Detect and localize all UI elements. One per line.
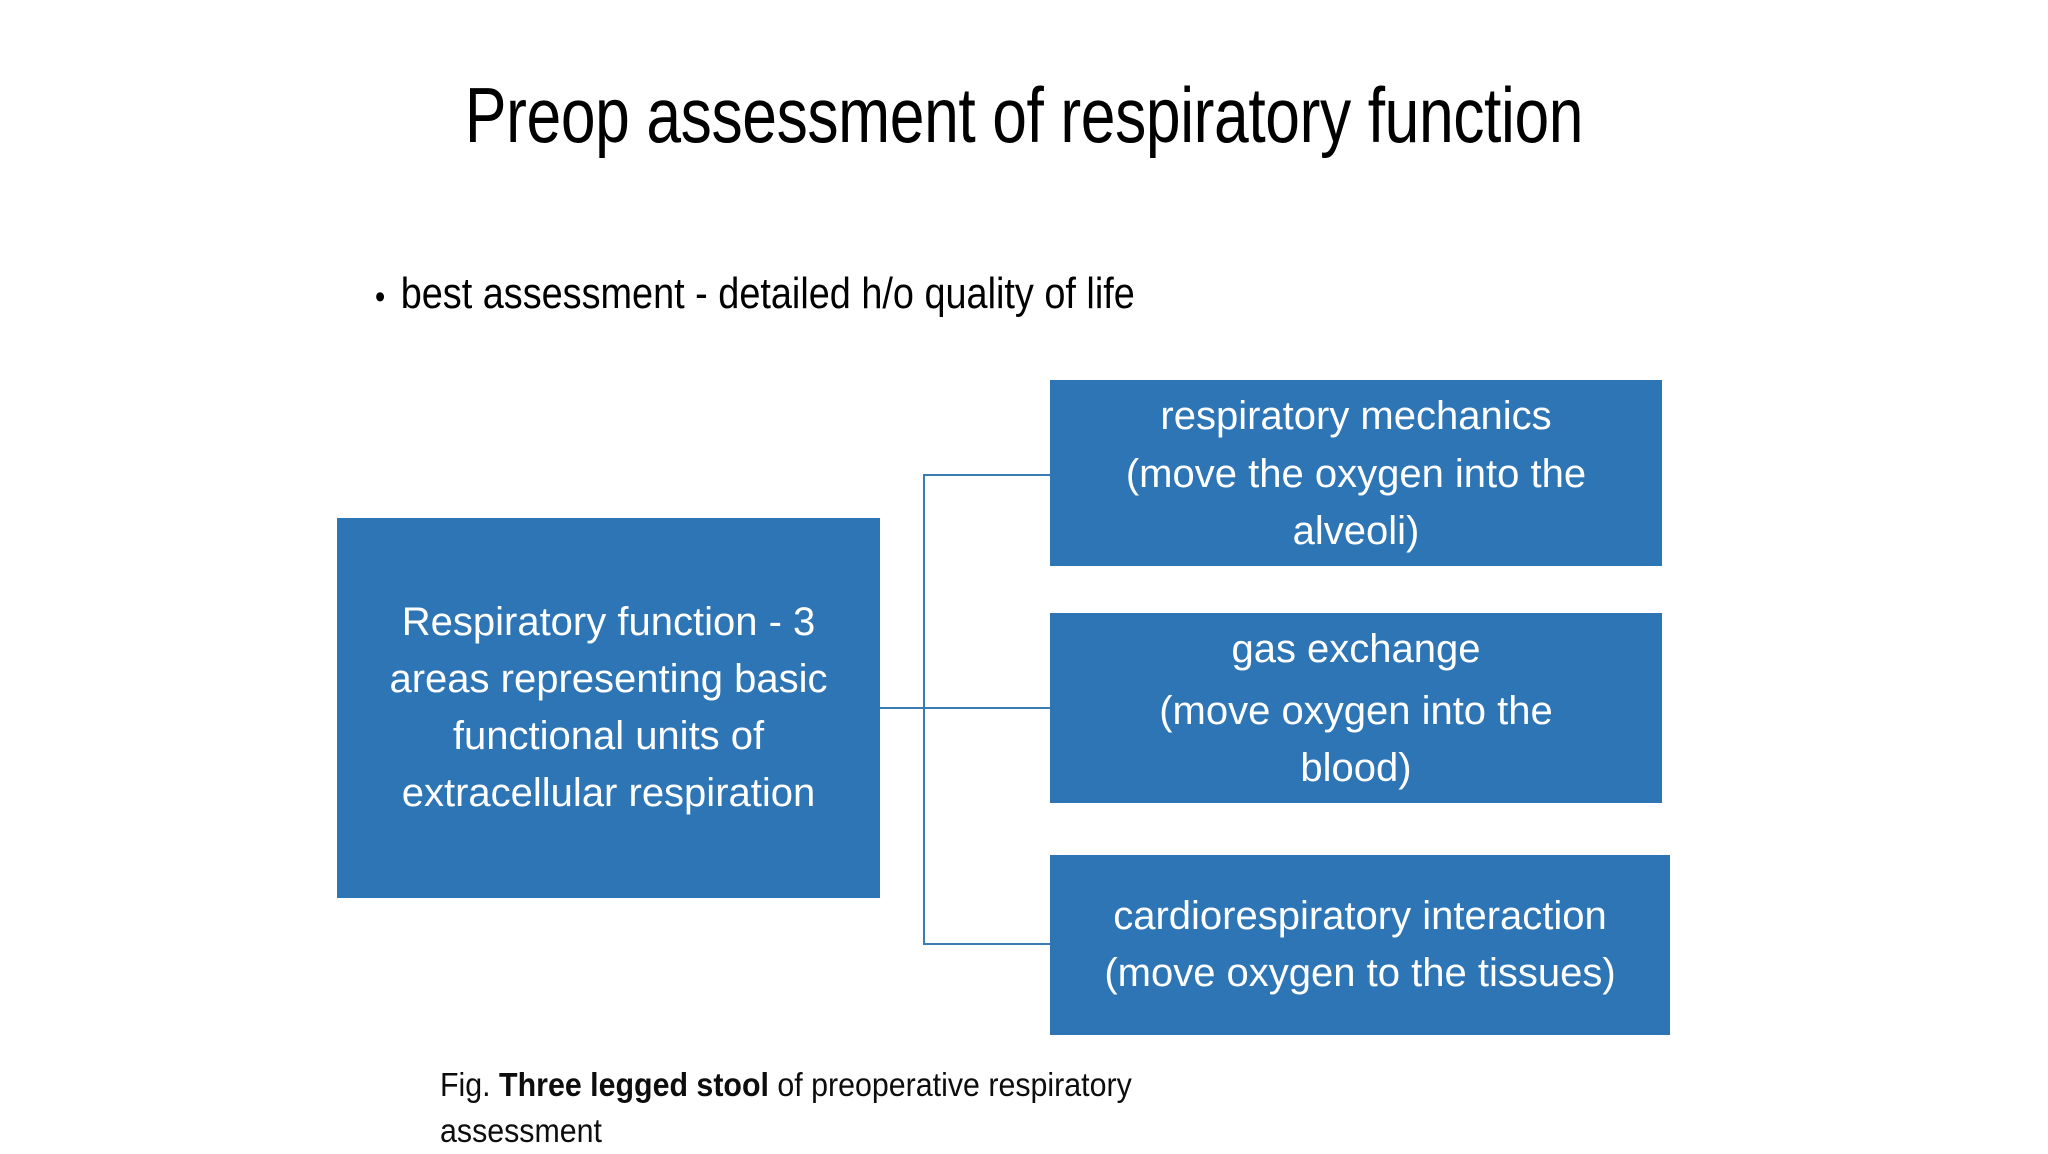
node-branch-3-detail-line-1: (move oxygen to the tissues) xyxy=(1104,951,1616,995)
caption-suffix: of preoperative respiratory assessment xyxy=(440,1066,1132,1149)
node-root-line-4: extracellular respiration xyxy=(401,771,816,815)
caption-prefix: Fig. xyxy=(440,1066,500,1103)
node-root-line-2: areas representing basic xyxy=(389,657,828,701)
node-branch-2-heading: gas exchange xyxy=(1231,627,1481,671)
connector-vertical-spine xyxy=(923,474,925,944)
diagram-node-cardiorespiratory-interaction: cardiorespiratory interaction (move oxyg… xyxy=(1050,855,1670,1035)
node-branch-1-detail-line-2: alveoli) xyxy=(1292,509,1420,553)
figure-caption: Fig. Three legged stool of preoperative … xyxy=(440,1062,1194,1154)
bullet-item-label: best assessment - detailed h/o quality o… xyxy=(400,269,1135,318)
caption-bold-term: Three legged stool xyxy=(499,1066,769,1103)
diagram-node-respiratory-mechanics: respiratory mechanics (move the oxygen i… xyxy=(1050,380,1662,566)
connector-to-branch-1 xyxy=(923,474,1051,476)
connector-root-stem xyxy=(880,707,925,709)
diagram-node-gas-exchange: gas exchange (move oxygen into the blood… xyxy=(1050,613,1662,803)
page-title: Preop assessment of respiratory function xyxy=(464,71,1584,159)
node-branch-3-heading: cardiorespiratory interaction xyxy=(1113,894,1607,938)
bullet-list-item: • best assessment - detailed h/o quality… xyxy=(375,268,1135,323)
node-root-line-1: Respiratory function - 3 xyxy=(401,600,816,644)
bullet-point-icon: • xyxy=(375,278,386,316)
connector-to-branch-2 xyxy=(923,707,1051,709)
node-branch-2-detail-line-2: blood) xyxy=(1300,746,1412,790)
node-branch-1-detail-line-1: (move the oxygen into the xyxy=(1125,452,1587,496)
node-branch-2-detail-line-1: (move oxygen into the xyxy=(1159,689,1553,733)
diagram-node-root: Respiratory function - 3 areas represent… xyxy=(337,518,880,898)
node-branch-1-heading: respiratory mechanics xyxy=(1160,394,1552,438)
node-root-line-3: functional units of xyxy=(452,714,765,758)
connector-to-branch-3 xyxy=(923,943,1051,945)
